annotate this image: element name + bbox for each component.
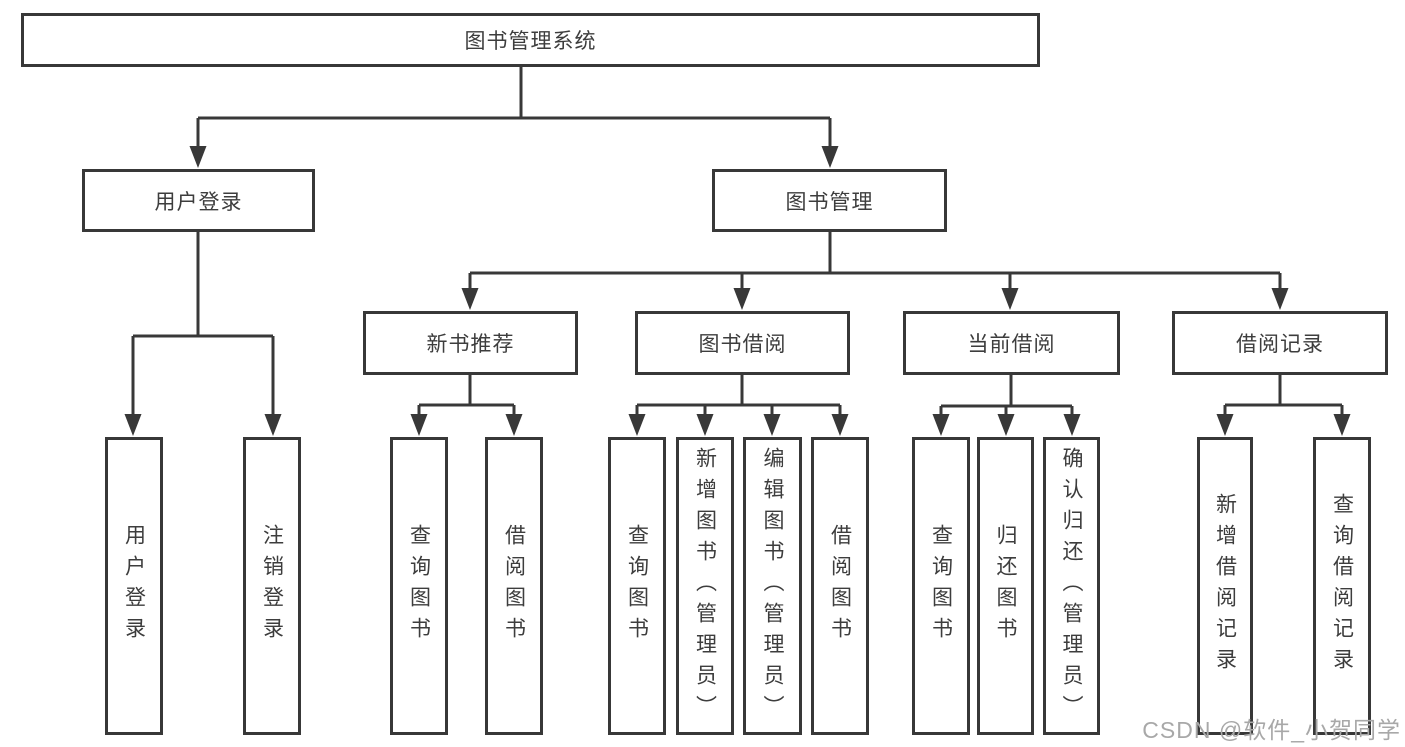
node-label: 借阅记录 — [1236, 333, 1324, 356]
node-label: 确认归还（管理员） — [1060, 446, 1083, 726]
node-return-books: 归还图书 — [977, 437, 1034, 735]
node-query-books-current: 查询图书 — [912, 437, 970, 735]
node-logout-action: 注销登录 — [243, 437, 301, 735]
node-borrow-books-recommend: 借阅图书 — [485, 437, 543, 735]
node-user-login-action: 用户登录 — [105, 437, 163, 735]
node-label: 借阅图书 — [828, 524, 852, 648]
node-edit-books-admin: 编辑图书（管理员） — [743, 437, 802, 735]
csdn-watermark: CSDN @软件_小贺同学 — [1142, 717, 1401, 743]
node-label: 新增借阅记录 — [1213, 493, 1237, 679]
node-label: 查询图书 — [625, 524, 649, 648]
node-label: 查询借阅记录 — [1330, 493, 1354, 679]
node-label: 图书管理系统 — [464, 30, 597, 53]
node-query-borrowing-record: 查询借阅记录 — [1313, 437, 1371, 735]
node-confirm-return-admin: 确认归还（管理员） — [1043, 437, 1100, 735]
node-current-borrowing: 当前借阅 — [903, 311, 1120, 375]
node-label: 图书借阅 — [698, 333, 787, 356]
node-label: 查询图书 — [407, 524, 431, 648]
node-label: 查询图书 — [929, 524, 953, 648]
node-query-books-borrowing: 查询图书 — [608, 437, 666, 735]
node-label: 用户登录 — [154, 190, 243, 214]
node-label: 注销登录 — [260, 524, 284, 648]
node-query-books-recommend: 查询图书 — [390, 437, 448, 735]
node-user-login: 用户登录 — [82, 169, 315, 232]
node-borrowing-records: 借阅记录 — [1172, 311, 1388, 375]
node-book-management-system: 图书管理系统 — [21, 13, 1040, 67]
node-book-borrowing: 图书借阅 — [635, 311, 850, 375]
node-new-book-recommend: 新书推荐 — [363, 311, 578, 375]
node-label: 图书管理 — [785, 190, 874, 214]
node-borrow-books: 借阅图书 — [811, 437, 869, 735]
node-label: 借阅图书 — [502, 524, 526, 648]
node-add-borrowing-record: 新增借阅记录 — [1197, 437, 1253, 735]
node-book-management: 图书管理 — [712, 169, 947, 232]
node-label: 新增图书（管理员） — [693, 446, 717, 726]
node-label: 编辑图书（管理员） — [761, 446, 784, 726]
node-label: 当前借阅 — [967, 333, 1056, 356]
node-label: 归还图书 — [994, 524, 1017, 648]
node-label: 新书推荐 — [426, 333, 515, 356]
node-label: 用户登录 — [122, 524, 146, 648]
node-add-books-admin: 新增图书（管理员） — [676, 437, 734, 735]
